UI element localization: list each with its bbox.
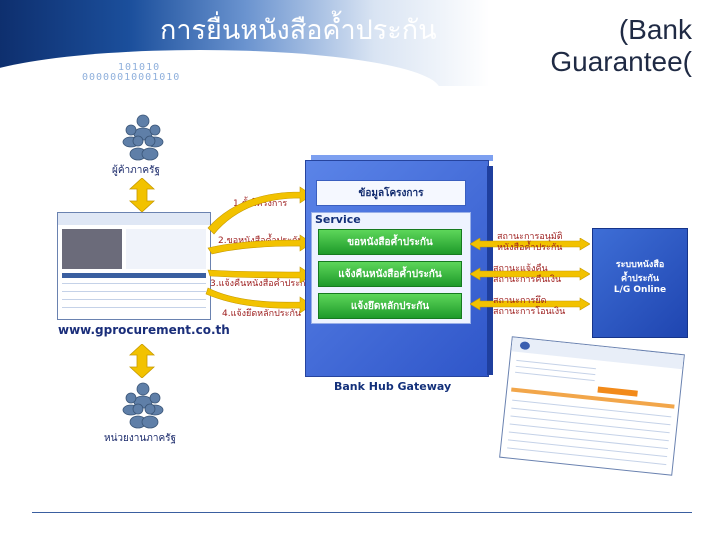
actor-label-supplier: ผู้ค้าภาครัฐ	[112, 165, 160, 176]
status-label: สถานะการอนุมัติ หนังสือค้ำประกัน	[497, 232, 563, 253]
flow-arrow-3	[207, 266, 313, 284]
step-label: 1.ตั้งโครงการ	[233, 199, 288, 209]
header-banner: 101010 00000010001010 การยื่นหนังสือค้ำป…	[0, 0, 720, 86]
status-label: สถานะแจ้งคืน สถานะการคืนเงิน	[493, 264, 562, 285]
service-seize-collateral: แจ้งยึดหลักประกัน	[318, 293, 462, 319]
lg-screenshot-tab	[597, 386, 638, 397]
service-request-guarantee: ขอหนังสือค้ำประกัน	[318, 229, 462, 255]
flow-arrow-2	[207, 234, 313, 255]
flow-arrow-1	[207, 186, 313, 235]
website-nav	[62, 273, 206, 278]
page-title-thai: การยื่นหนังสือค้ำประกัน	[160, 15, 437, 46]
bidirectional-arrow-2	[470, 267, 590, 281]
website-panel	[126, 229, 206, 269]
step-label: 4.แจ้งยึดหลักประกัน	[222, 309, 302, 319]
website-photo	[62, 229, 122, 269]
service-return-guarantee: แจ้งคืนหนังสือค้ำประกัน	[318, 261, 462, 287]
project-data-box: ข้อมูลโครงการ	[316, 180, 466, 206]
step-label: 3.แจ้งคืนหนังสือค้ำประกัน	[210, 279, 312, 289]
right-flow-arrows	[470, 238, 590, 311]
lg-screenshot-bar	[511, 387, 675, 409]
gateway-side-face	[487, 166, 493, 375]
lg-online-screenshot	[499, 336, 685, 476]
gateway-footer-label: Bank Hub Gateway	[334, 380, 452, 393]
footer-divider	[32, 512, 692, 513]
actor-label-agency: หน่วยงานภาครัฐ	[104, 433, 177, 444]
service-label: Service	[315, 213, 361, 226]
bidirectional-arrow-1	[470, 238, 590, 251]
people-group-icon	[122, 382, 164, 429]
lg-screenshot-header	[511, 337, 684, 370]
website-url[interactable]: www.gprocurement.co.th	[58, 323, 230, 337]
website-header-bar	[58, 213, 210, 225]
double-arrow-icon	[128, 344, 156, 378]
binary-decoration: 101010	[118, 62, 161, 73]
people-group-icon	[122, 114, 164, 161]
flow-arrow-4	[205, 287, 313, 314]
status-label: สถานะการยึด สถานะการโอนเงิน	[493, 296, 566, 317]
bidirectional-arrow-3	[470, 297, 590, 311]
double-arrow-icon	[128, 178, 156, 212]
gateway-top-face	[311, 155, 493, 161]
page-title-english: (Bank Guarantee(	[550, 14, 692, 77]
left-flow-arrows	[205, 186, 313, 314]
lg-online-system: ระบบหนังสือ ค้ำประกัน L/G Online	[592, 228, 688, 338]
website-screenshot	[57, 212, 211, 320]
binary-decoration: 00000010001010	[82, 72, 181, 83]
